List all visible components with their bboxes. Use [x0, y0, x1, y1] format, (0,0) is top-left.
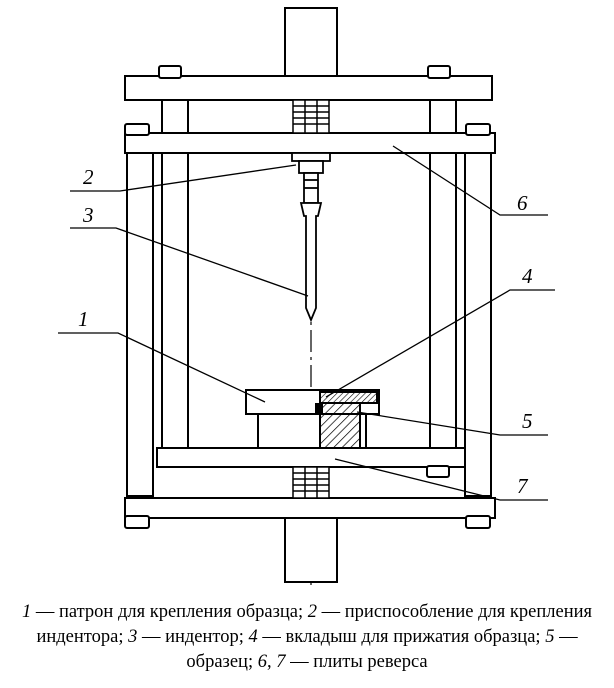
- caption-num-1: 1: [21, 602, 32, 622]
- nuts: [124, 65, 491, 529]
- indenter-holder: [291, 152, 331, 162]
- indenter: [299, 202, 323, 323]
- upper-threaded-coupling: [292, 99, 330, 134]
- nut-plate6-right: [465, 123, 491, 136]
- caption-num-2: 2: [307, 602, 318, 622]
- callout-2: 2: [83, 165, 94, 189]
- bottom-plate: [124, 497, 496, 519]
- leader-3: [70, 227, 309, 297]
- lower-threaded-coupling: [292, 466, 330, 499]
- specimen: [319, 402, 361, 449]
- figure-caption: 1 — патрон для крепления образца; 2 — пр…: [8, 600, 606, 675]
- caption-text-1: — патрон для крепления образца;: [31, 602, 308, 622]
- callout-6: 6: [517, 191, 528, 215]
- callout-7: 7: [517, 474, 529, 498]
- nut-top-left: [158, 65, 182, 79]
- caption-text-7: — плиты реверса: [285, 652, 428, 672]
- leader-2: [70, 164, 297, 192]
- lower-rod: [284, 517, 338, 583]
- caption-text-6: ,: [266, 652, 277, 672]
- callout-5: 5: [522, 409, 533, 433]
- callout-1: 1: [78, 307, 89, 331]
- top-plate: [124, 75, 493, 101]
- callout-3: 3: [82, 203, 94, 227]
- caption-text-2: — приспособление для крепления индентора…: [36, 602, 593, 647]
- caption-text-5: — образец;: [186, 627, 578, 672]
- indenter-collet: [298, 160, 324, 174]
- callout-4: 4: [522, 264, 533, 288]
- outer-column-left: [126, 147, 154, 497]
- leader-7: [334, 458, 548, 501]
- caption-num-6: 6: [257, 652, 267, 672]
- nut-top-right: [427, 65, 451, 79]
- leader-1: [58, 332, 266, 403]
- inner-column-left: [161, 99, 189, 454]
- caption-num-5: 5: [545, 627, 555, 647]
- caption-num-3: 3: [128, 627, 138, 647]
- caption-text-3: — индентор;: [137, 627, 249, 647]
- nut-plate6-left: [124, 123, 150, 136]
- caption-text-4: — вкладыш для прижатия образца;: [257, 627, 546, 647]
- upper-rod: [284, 7, 338, 77]
- reverse-fixture-drawing: 1 2 3 4 5 6 7: [58, 7, 555, 585]
- clamp-insert: [319, 391, 378, 404]
- caption-num-7: 7: [276, 652, 286, 672]
- reverse-plate-6: [124, 132, 496, 154]
- nut-bottom-left: [124, 515, 150, 529]
- caption-num-4: 4: [248, 627, 258, 647]
- leader-6: [392, 145, 548, 216]
- leader-5: [356, 411, 548, 436]
- nut-plate7-left: [426, 465, 450, 478]
- nut-bottom-right: [465, 515, 491, 529]
- leader-4: [325, 289, 555, 398]
- reverse-plate-7: [156, 447, 466, 468]
